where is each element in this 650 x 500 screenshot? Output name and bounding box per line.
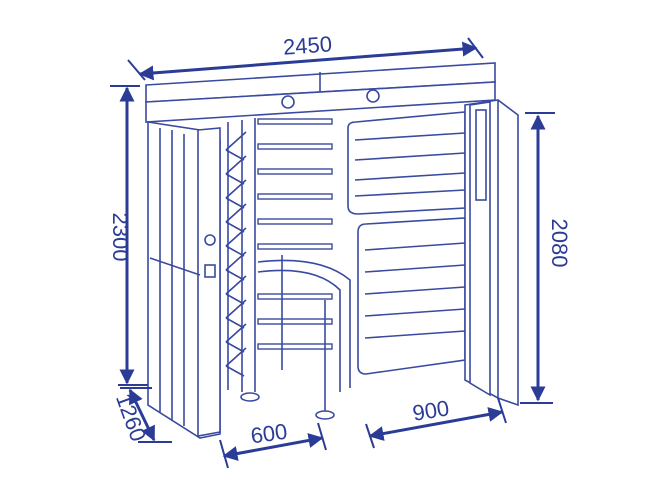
dimension-gate-height: 2080 bbox=[520, 112, 572, 404]
center-fence bbox=[240, 118, 351, 420]
dimension-label-height: 2300 bbox=[108, 213, 133, 262]
dimension-label-passage: 600 bbox=[249, 419, 289, 449]
dimension-height: 2300 bbox=[108, 85, 148, 386]
dimension-width: 2450 bbox=[127, 31, 484, 81]
sensor-icon bbox=[281, 95, 295, 109]
swing-gate bbox=[347, 111, 466, 375]
left-rotor-cage bbox=[147, 121, 221, 439]
rotor-arms bbox=[225, 120, 247, 392]
dimension-label-width: 2450 bbox=[282, 31, 333, 59]
right-post bbox=[464, 99, 519, 407]
dimension-gate-width: 900 bbox=[365, 395, 507, 449]
dimension-label-depth: 1260 bbox=[111, 390, 151, 445]
dimension-passage: 600 bbox=[219, 419, 327, 469]
dimension-label-gate-height: 2080 bbox=[547, 219, 572, 268]
sensor-icon bbox=[366, 89, 380, 103]
top-beam bbox=[145, 62, 496, 123]
dimension-label-gate-width: 900 bbox=[411, 395, 451, 425]
